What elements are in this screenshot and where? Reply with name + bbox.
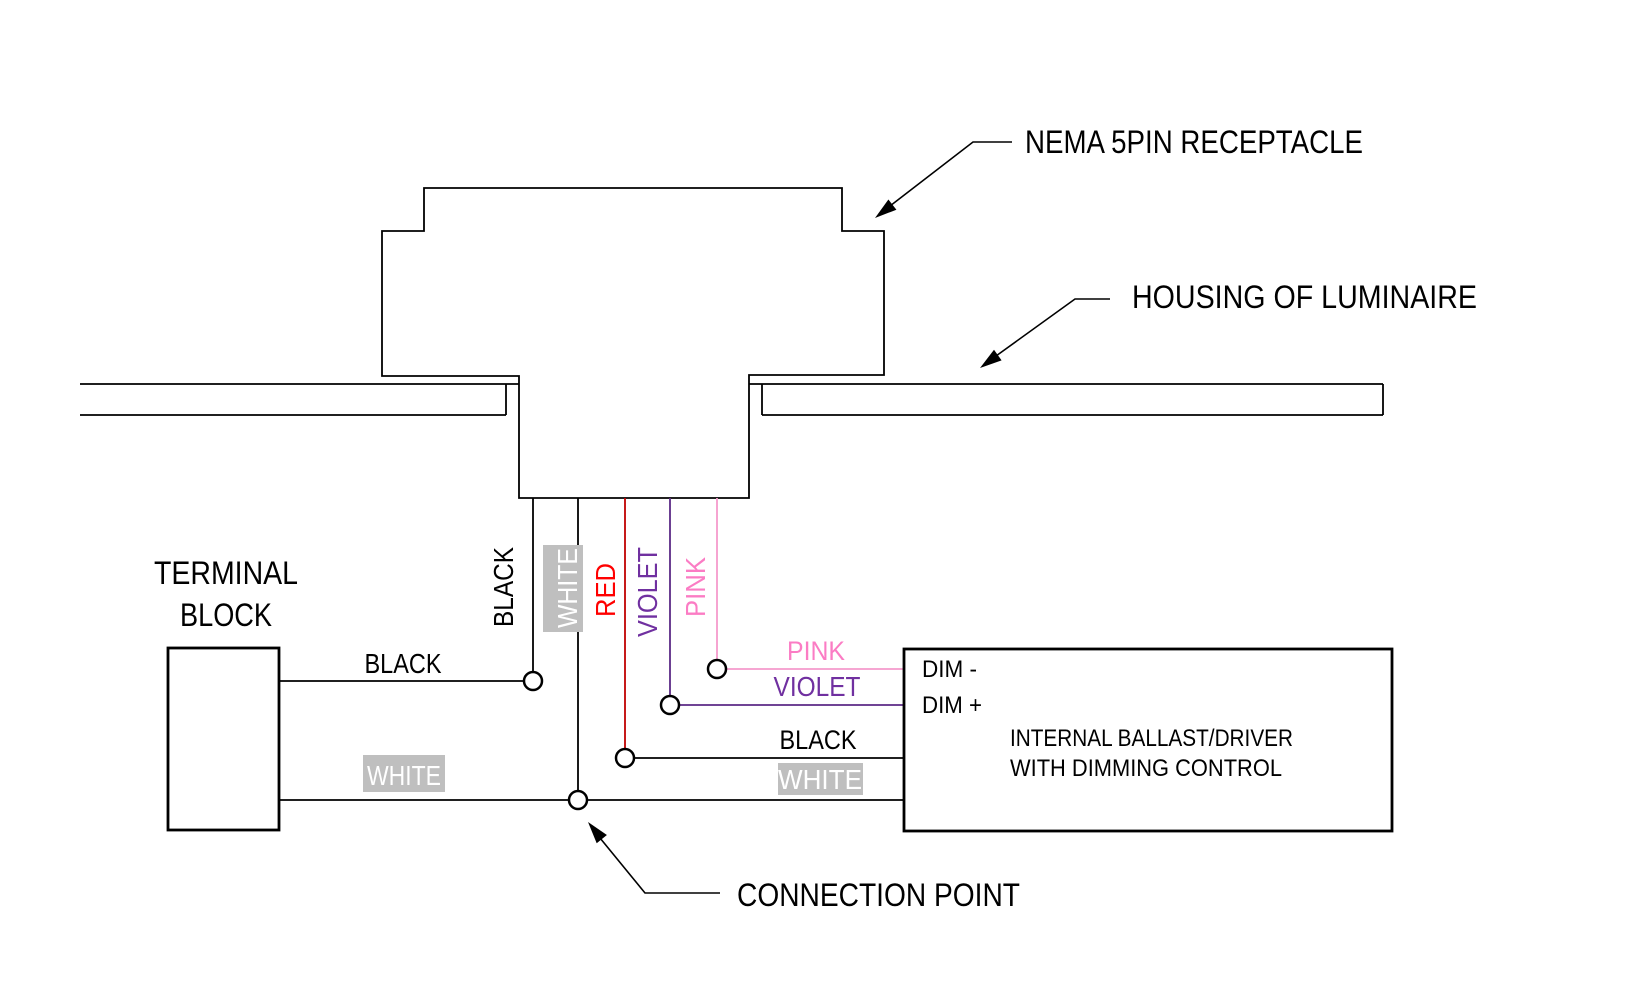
wire-label-vertical-pink: PINK [680,557,711,617]
wire-label-white-terminal-bg [363,755,445,792]
housing-leader-line [995,298,1110,357]
nema-leader-line [889,141,1012,207]
terminal-block-label-line2: BLOCK [180,597,272,633]
connection-arrowhead-icon [588,822,607,844]
connection-leader-line [599,837,720,894]
junction-circle-red-black [614,747,636,769]
connection-point-label: CONNECTION POINT [737,877,1020,913]
wire-label-vertical-black: BLACK [488,547,519,627]
housing-right-panel [749,383,1384,416]
wire-label-black-driver: BLACK [780,725,857,755]
wire-label-vertical-violet: VIOLET [632,547,663,637]
nema-label: NEMA 5PIN RECEPTACLE [1025,124,1363,160]
junction-circle-white-connection-point [567,789,589,811]
wire-label-violet-driver: VIOLET [774,671,861,702]
junction-circle-violet [659,694,681,716]
housing-left-panel [80,383,519,416]
housing-label: HOUSING OF LUMINAIRE [1132,279,1477,315]
wire-label-vertical-white-bg [543,545,583,632]
wire-label-vertical-white: WHITE [552,548,583,628]
wire-label-white-driver: WHITE [778,764,862,795]
wire-label-black-terminal: BLACK [365,648,442,679]
housing-arrowhead-icon [980,349,1002,368]
driver-title-line2: WITH DIMMING CONTROL [1010,755,1282,782]
annotation-nema: NEMA 5PIN RECEPTACLE [875,124,1363,218]
terminal-block-box [166,646,281,832]
annotation-connection-point: CONNECTION POINT [588,822,1020,913]
driver-dim-minus-label: DIM - [922,656,977,683]
driver-dim-plus-label: DIM + [922,692,982,719]
wire-label-white-terminal: WHITE [367,760,441,791]
driver-box [902,647,1394,833]
nema-receptacle-outline [381,187,885,499]
driver-title-line1: INTERNAL BALLAST/DRIVER [1010,725,1293,752]
junction-circle-pink [706,658,728,680]
wire-label-vertical-red: RED [590,563,621,617]
wire-label-white-driver-bg [778,763,863,795]
terminal-block-label-line1: TERMINAL [154,555,298,591]
wire-label-pink-driver: PINK [787,636,845,666]
junction-circle-black [522,670,544,692]
nema-arrowhead-icon [875,199,897,218]
annotation-housing: HOUSING OF LUMINAIRE [980,279,1477,368]
